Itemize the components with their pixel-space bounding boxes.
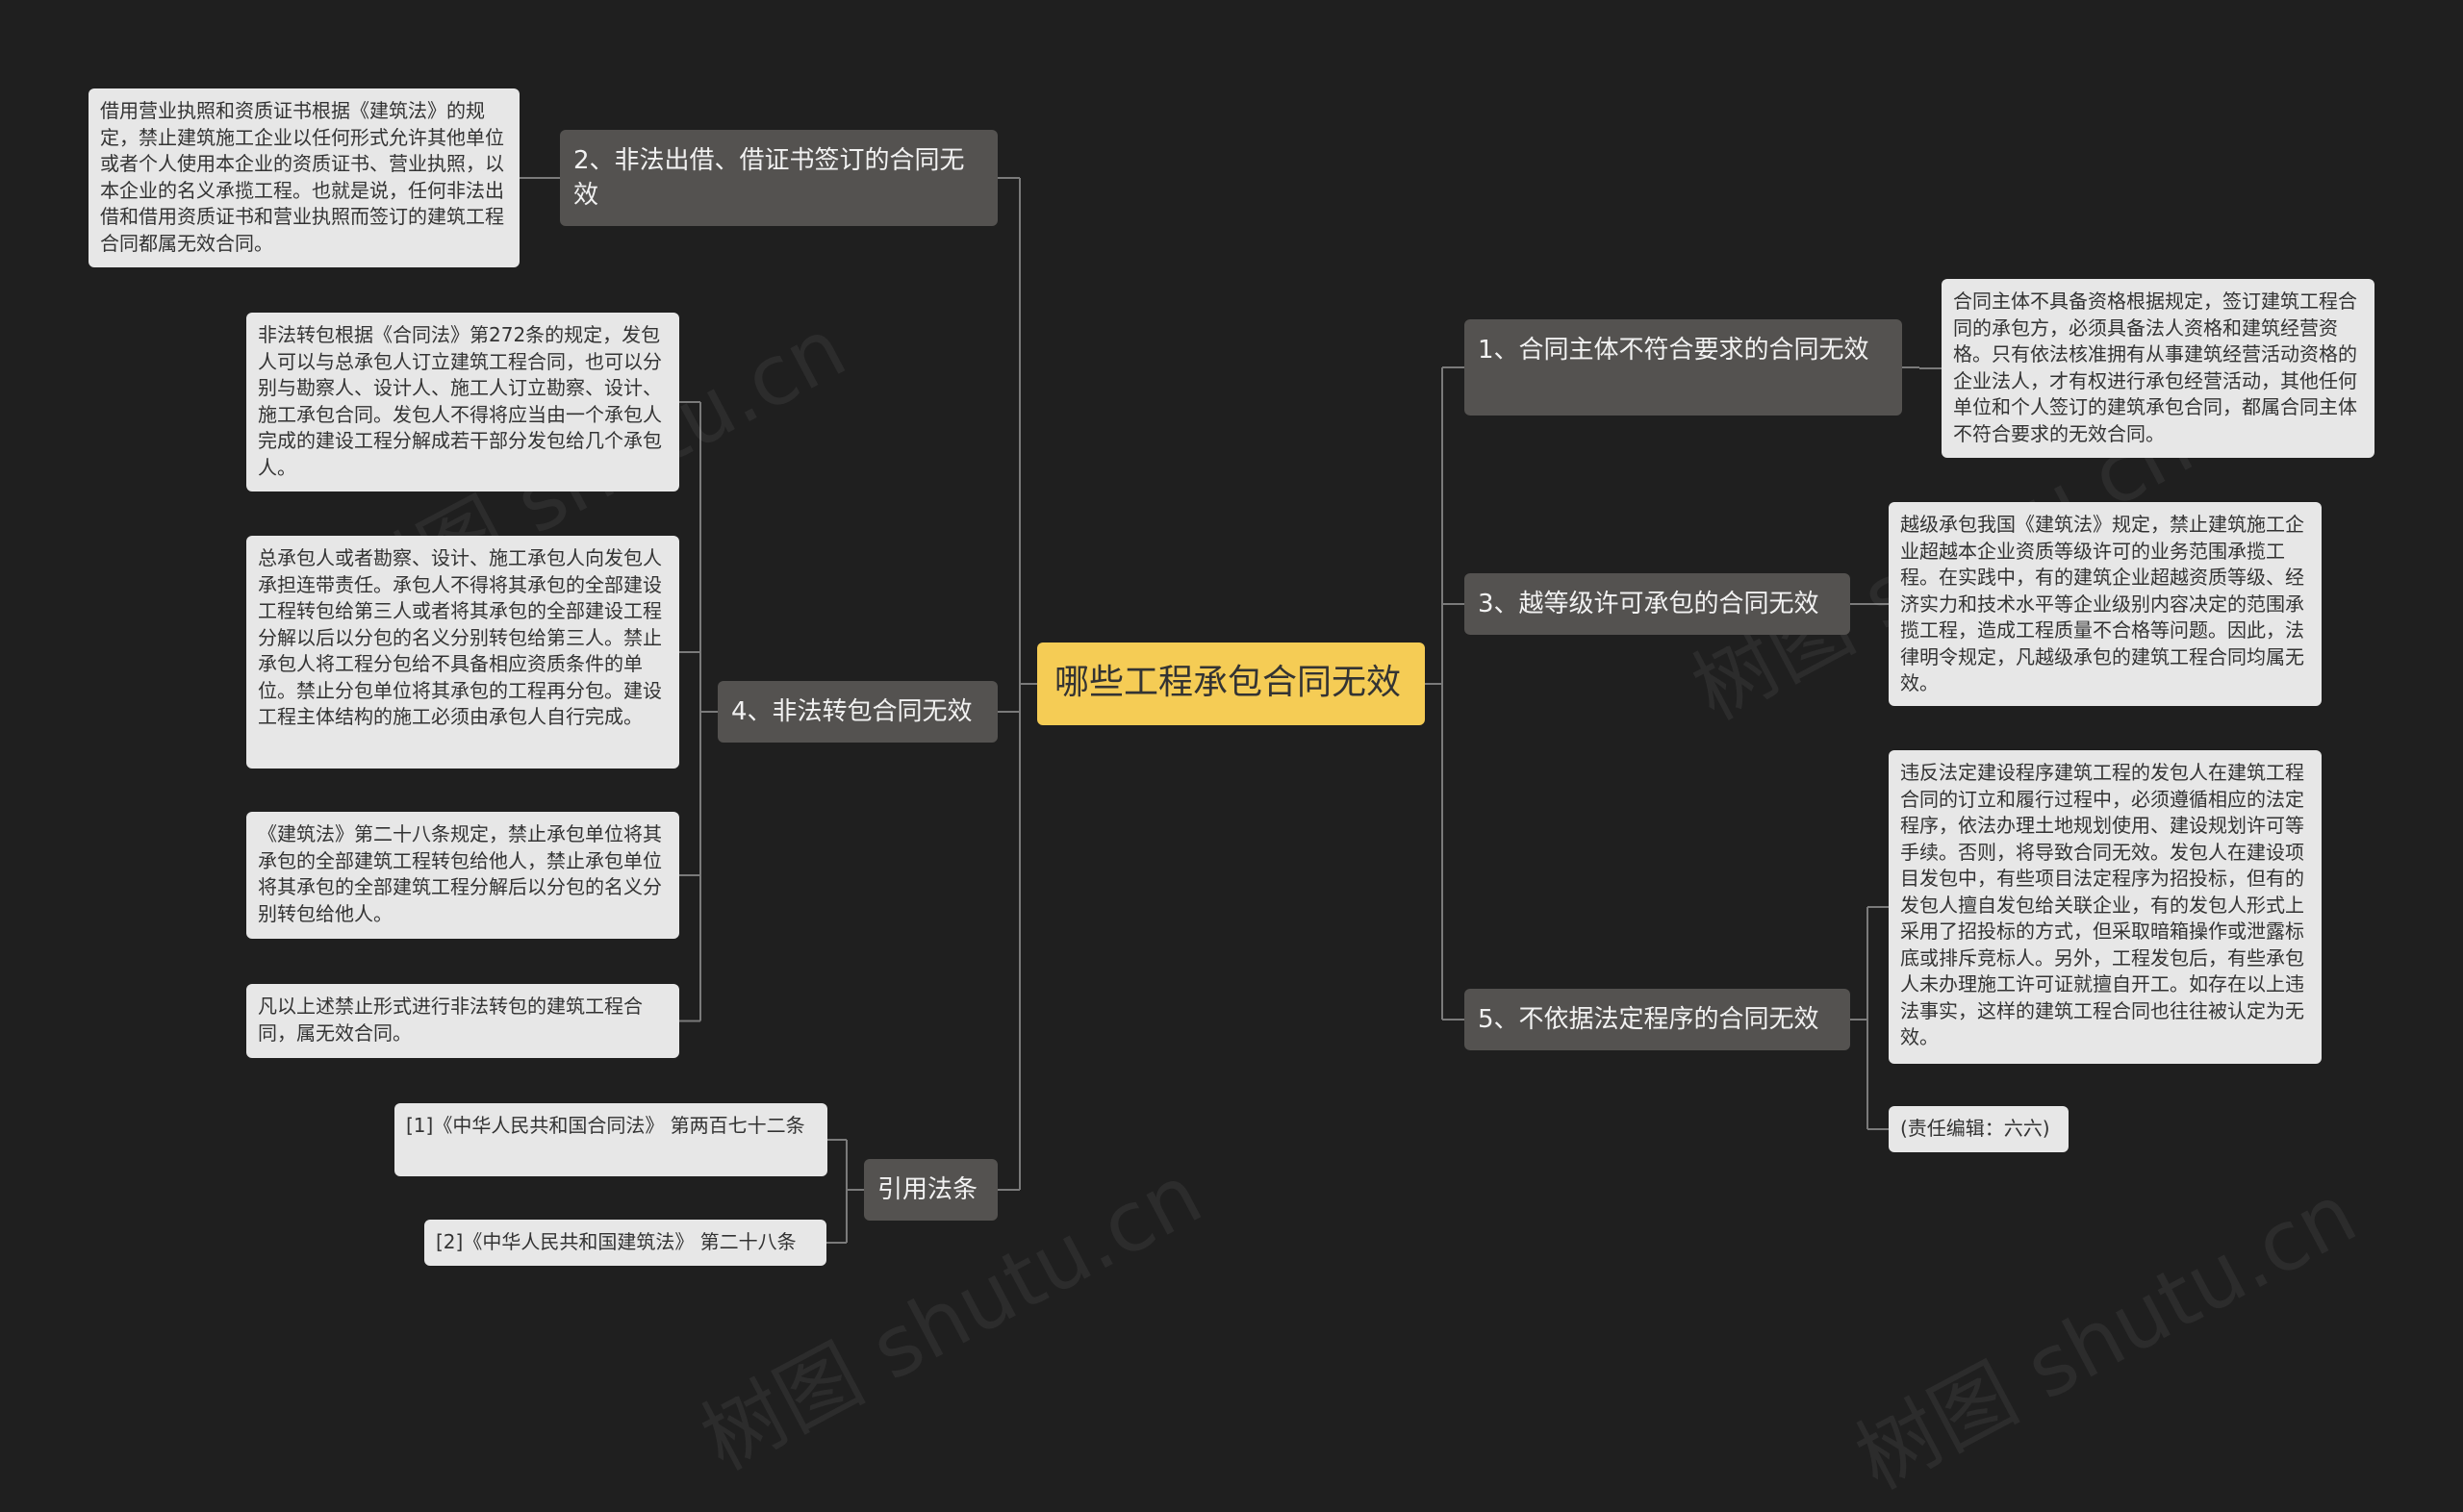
leaf-unqualified-party-detail[interactable]: 合同主体不具备资格根据规定，签订建筑工程合同的承包方，必须具备法人资格和建筑经营… (1942, 279, 2374, 458)
root-topic[interactable]: 哪些工程承包合同无效 (1037, 643, 1425, 725)
leaf-lending-certificates-detail[interactable]: 借用营业执照和资质证书根据《建筑法》的规定，禁止建筑施工企业以任何形式允许其他单… (89, 88, 520, 267)
leaf-exceeding-qualification-detail[interactable]: 越级承包我国《建筑法》规定，禁止建筑施工企业超越本企业资质等级许可的业务范围承揽… (1889, 502, 2322, 706)
mind-map-canvas: 树图 shutu.cn 树图 shutu.cn 树图 shutu.cn 树图 s… (89, 88, 2374, 1508)
branch-no-legal-procedure[interactable]: 5、不依据法定程序的合同无效 (1464, 989, 1850, 1050)
branch-unqualified-party[interactable]: 1、合同主体不符合要求的合同无效 (1464, 319, 1902, 416)
leaf-subcontract-contract-law[interactable]: 非法转包根据《合同法》第272条的规定，发包人可以与总承包人订立建筑工程合同，也… (246, 313, 679, 491)
citation-contract-law[interactable]: [1]《中华人民共和国合同法》 第两百七十二条 (394, 1103, 827, 1176)
leaf-editor-note[interactable]: (责任编辑：六六) (1889, 1106, 2069, 1152)
branch-illegal-lending-certificates[interactable]: 2、非法出借、借证书签订的合同无效 (560, 130, 998, 226)
leaf-subcontract-construction-law[interactable]: 《建筑法》第二十八条规定，禁止承包单位将其承包的全部建筑工程转包给他人，禁止承包… (246, 812, 679, 939)
branch-cited-laws[interactable]: 引用法条 (864, 1159, 998, 1221)
branch-exceeding-qualification[interactable]: 3、越等级许可承包的合同无效 (1464, 573, 1850, 635)
citation-construction-law[interactable]: [2]《中华人民共和国建筑法》 第二十八条 (424, 1220, 826, 1266)
leaf-subcontract-joint-liability[interactable]: 总承包人或者勘察、设计、施工承包人向发包人承担连带责任。承包人不得将其承包的全部… (246, 536, 679, 769)
leaf-subcontract-invalid[interactable]: 凡以上述禁止形式进行非法转包的建筑工程合同，属无效合同。 (246, 984, 679, 1058)
leaf-legal-procedure-detail[interactable]: 违反法定建设程序建筑工程的发包人在建筑工程合同的订立和履行过程中，必须遵循相应的… (1889, 750, 2322, 1064)
connector-lines (520, 177, 1942, 1244)
branch-illegal-subcontracting[interactable]: 4、非法转包合同无效 (718, 681, 998, 743)
